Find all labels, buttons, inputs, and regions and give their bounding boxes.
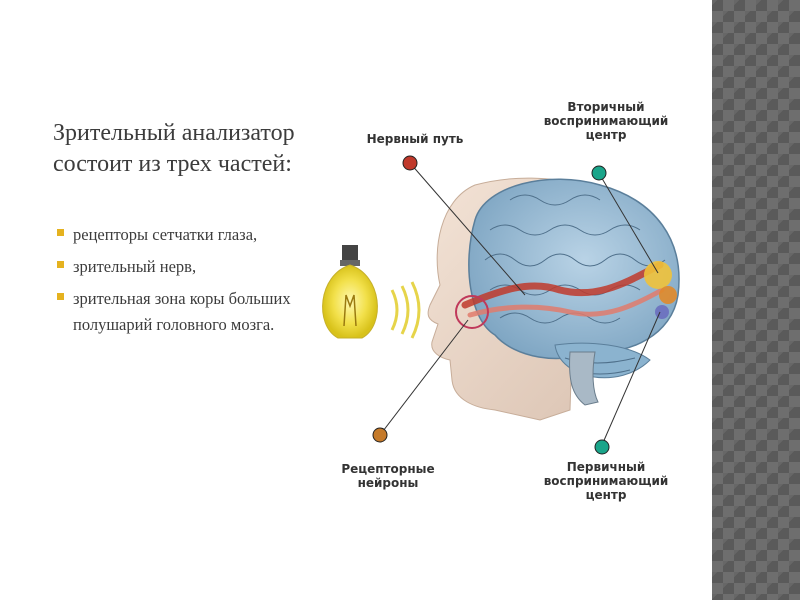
decorative-pattern-strip xyxy=(712,0,800,600)
visual-analyzer-illustration: Нервный путь Вторичный воспринимающий це… xyxy=(300,90,700,520)
callout-pointers xyxy=(372,155,661,455)
bullet-item: зрительный нерв, xyxy=(57,254,307,280)
pointer-dot-receptor xyxy=(372,427,388,443)
label-secondary-center: Вторичный воспринимающий центр xyxy=(543,100,669,142)
bullet-text: зрительная зона коры больших полушарий г… xyxy=(73,289,291,334)
bullet-list: рецепторы сетчатки глаза, зрительный нер… xyxy=(57,222,307,344)
bullet-square-icon xyxy=(57,293,64,300)
bullet-text: зрительный нерв, xyxy=(73,257,197,276)
label-nerve-pathway: Нервный путь xyxy=(366,132,464,146)
pointer-dot-primary xyxy=(594,439,610,455)
light-bulb-icon xyxy=(322,245,421,339)
bullet-square-icon xyxy=(57,261,64,268)
bullet-square-icon xyxy=(57,229,64,236)
head-brain-drawing xyxy=(322,155,680,455)
bullet-item: рецепторы сетчатки глаза, xyxy=(57,222,307,248)
bullet-item: зрительная зона коры больших полушарий г… xyxy=(57,286,307,338)
pointer-dot-secondary xyxy=(591,165,607,181)
slide-heading: Зрительный анализатор состоит из трех ча… xyxy=(53,120,295,177)
bullet-text: рецепторы сетчатки глаза, xyxy=(73,225,258,244)
brain-drawing xyxy=(455,178,680,406)
pointer-dot-nerve xyxy=(402,155,418,171)
label-receptor-neurons: Рецепторные нейроны xyxy=(341,462,435,490)
label-primary-center: Первичный воспринимающий центр xyxy=(543,460,669,502)
